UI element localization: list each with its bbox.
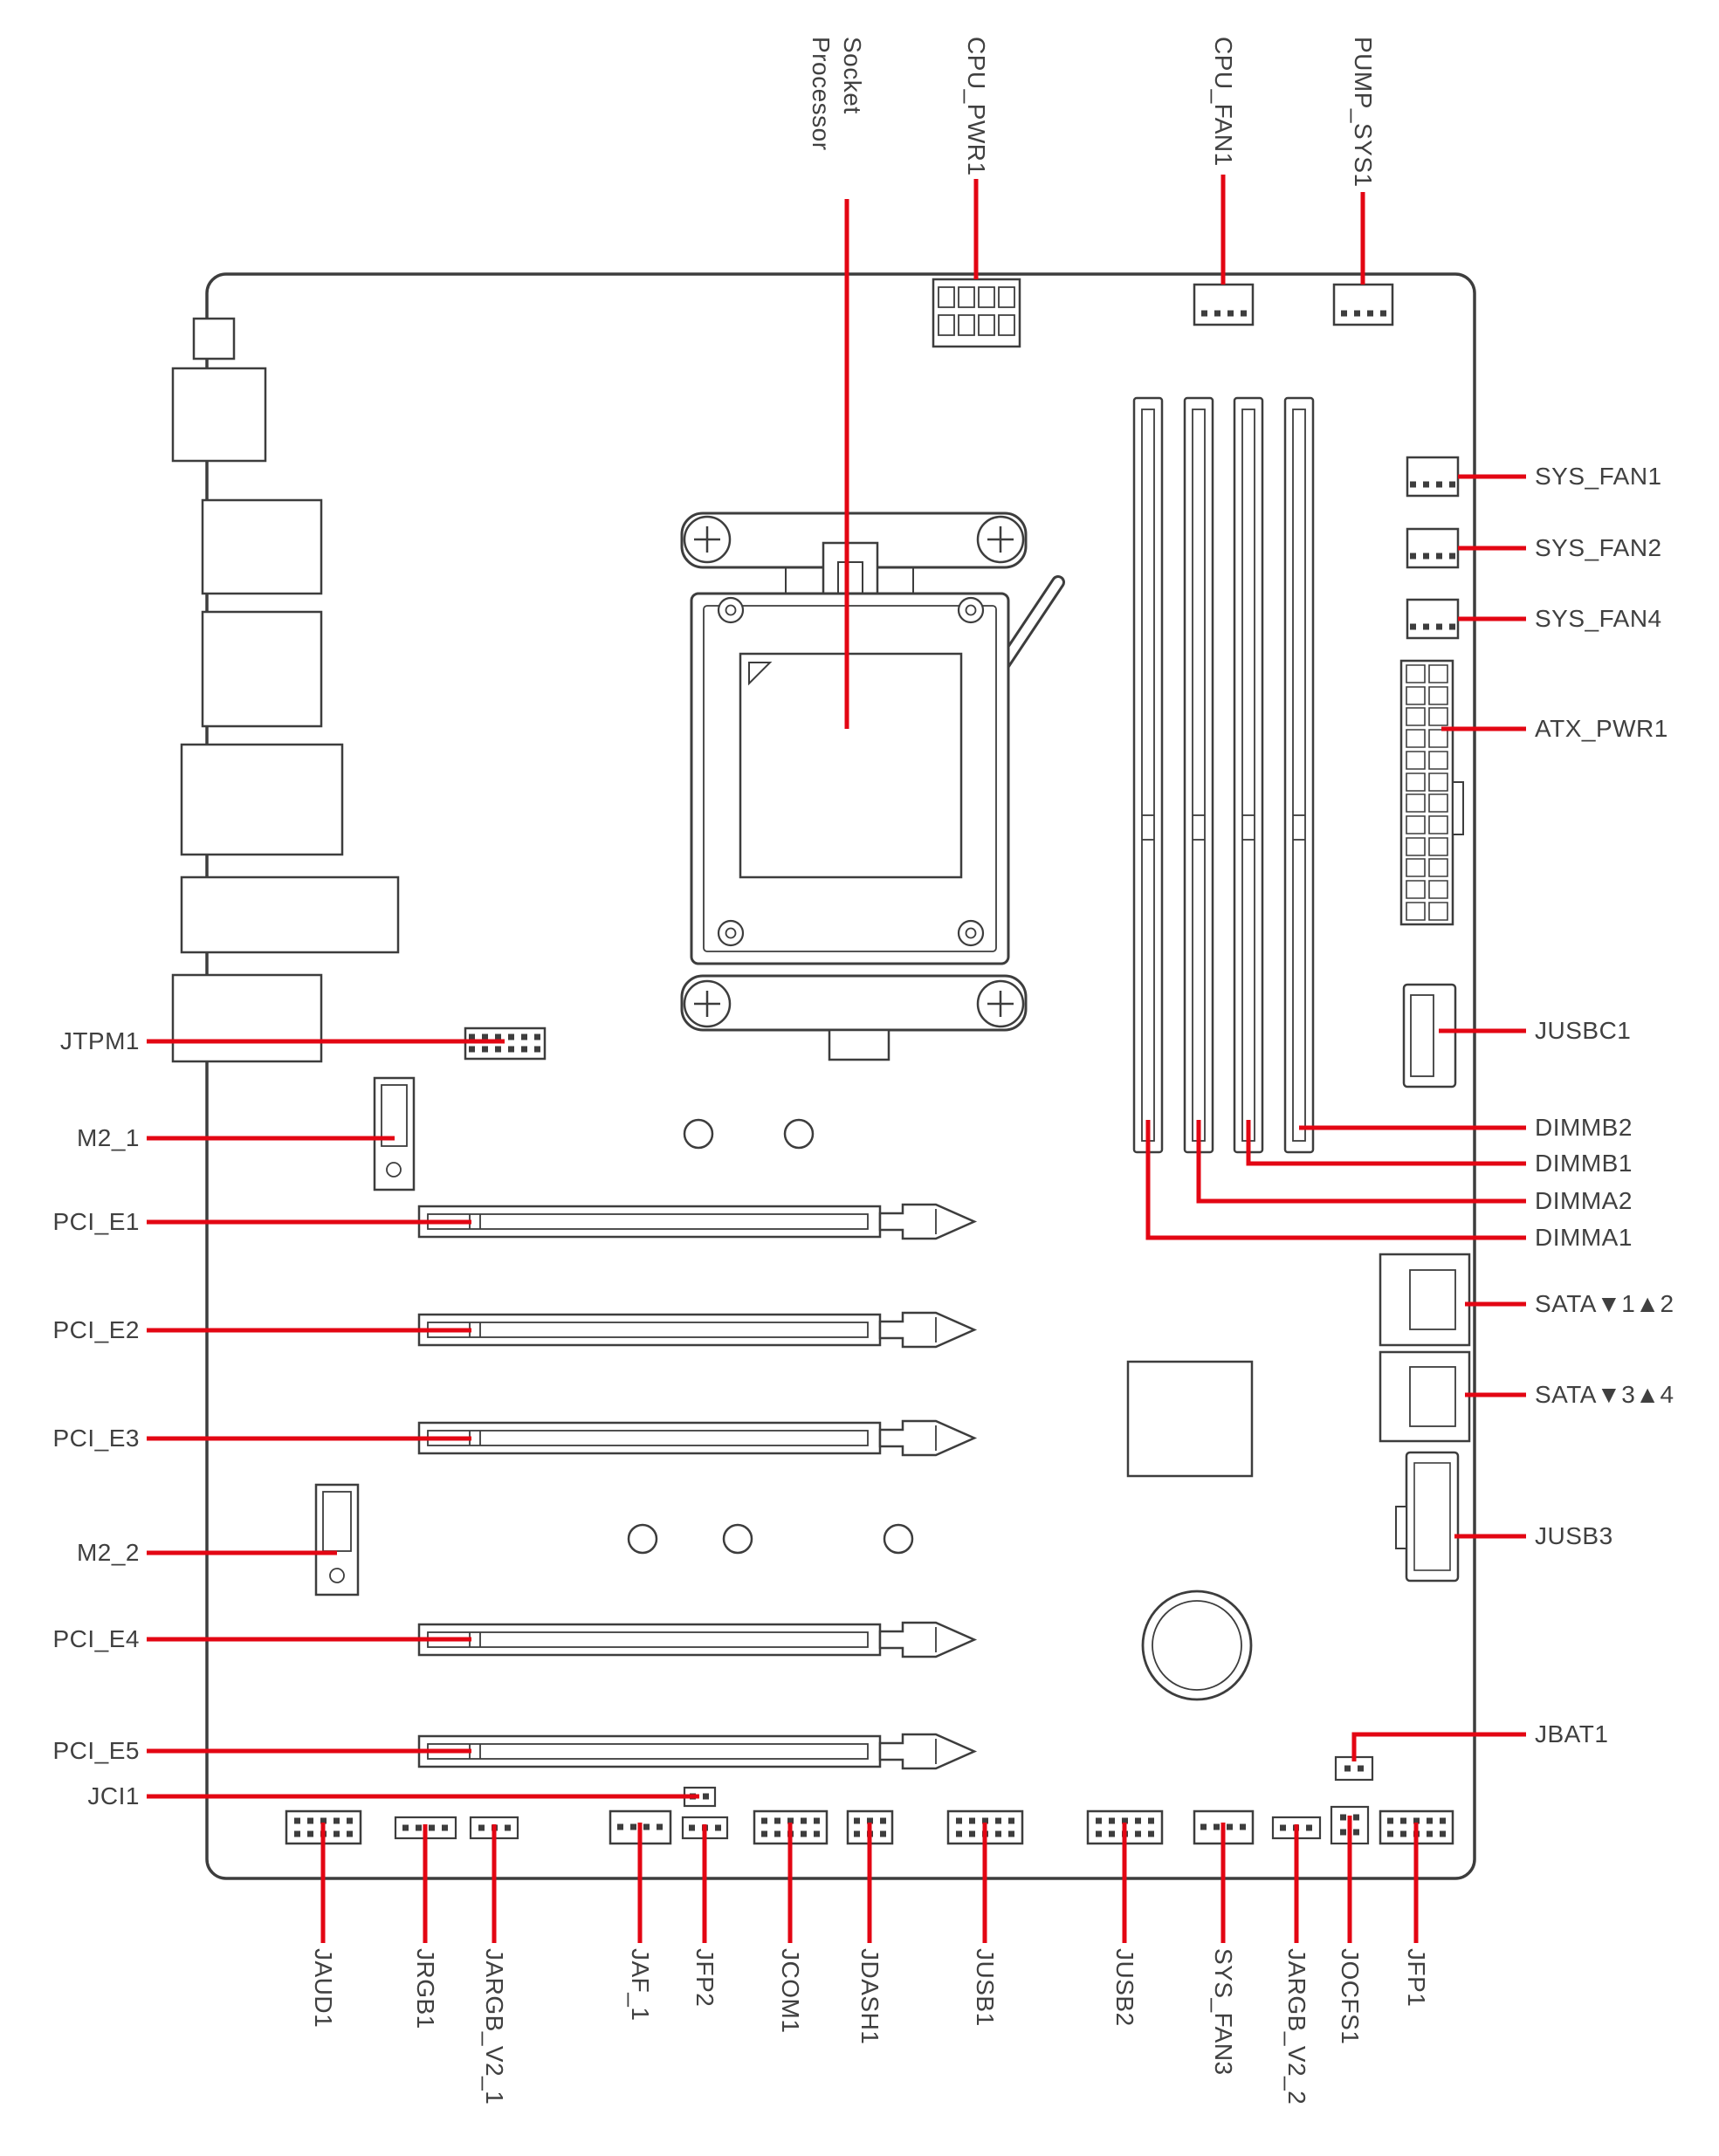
label-sys-fan2: SYS_FAN2: [1535, 534, 1662, 561]
label-dimmb1: DIMMB1: [1535, 1150, 1633, 1177]
callout-dimma2: [1196, 1120, 1526, 1204]
dimm-slot-dimma1: [1132, 396, 1164, 1154]
label-sys-fan1: SYS_FAN1: [1535, 463, 1662, 490]
jusbc1-connector: [1402, 983, 1457, 1088]
label-dimmb2: DIMMB2: [1535, 1114, 1633, 1141]
label-dimma1: DIMMA1: [1535, 1224, 1633, 1251]
label-jtpm1: JTPM1: [59, 1027, 140, 1054]
label-jfp1: JFP1: [1403, 1948, 1430, 2008]
label-sata-1-2: SATA▼1▲2: [1535, 1290, 1674, 1317]
label-jaud1: JAUD1: [310, 1948, 337, 2029]
label-dimma2: DIMMA2: [1535, 1187, 1633, 1214]
label-processor-socket-line2: Socket: [839, 37, 866, 114]
label-pci-e5: PCI_E5: [52, 1737, 140, 1764]
pump-sys1-header: [1334, 285, 1392, 325]
pin1-triangle: [748, 662, 773, 686]
label-jcom1: JCOM1: [777, 1948, 804, 2034]
label-sys-fan4: SYS_FAN4: [1535, 605, 1662, 632]
m2-2-slot: [314, 1483, 360, 1596]
label-pci-e3: PCI_E3: [52, 1425, 140, 1452]
atx-pwr1-connector: [1399, 659, 1464, 926]
label-m2-1: M2_1: [76, 1124, 140, 1151]
label-cpu-pwr1: CPU_PWR1: [963, 37, 990, 176]
label-atx-pwr1: ATX_PWR1: [1535, 715, 1668, 742]
label-sata-3-4: SATA▼3▲4: [1535, 1381, 1674, 1408]
dimm-slot-dimmb1: [1233, 396, 1264, 1154]
dimm-slot-dimma2: [1183, 396, 1214, 1154]
label-jargb-v2-2: JARGB_V2_2: [1283, 1948, 1310, 2105]
label-jargb-v2-1: JARGB_V2_1: [481, 1948, 508, 2105]
sys-fan1-header: [1407, 457, 1458, 496]
chipset: [1126, 1360, 1254, 1478]
label-jusb3: JUSB3: [1535, 1522, 1613, 1549]
label-jaf-1: JAF_1: [627, 1948, 654, 2022]
screw-top-left: [683, 515, 732, 564]
label-sys-fan3: SYS_FAN3: [1210, 1948, 1237, 2076]
callout-lines: [147, 175, 1526, 1943]
cpu-die-area: [739, 652, 963, 879]
jbat1-header: [1334, 1755, 1374, 1782]
jusb3-connector: [1395, 1451, 1460, 1583]
label-pump-sys1: PUMP_SYS1: [1350, 37, 1377, 188]
callout-dimma1: [1145, 1120, 1526, 1240]
screw-bottom-left: [683, 979, 732, 1028]
label-m2-2: M2_2: [76, 1539, 140, 1566]
m2-1-slot: [373, 1076, 416, 1191]
label-jusbc1: JUSBC1: [1535, 1017, 1632, 1044]
label-jfp2: JFP2: [691, 1948, 719, 2008]
label-pci-e4: PCI_E4: [52, 1625, 140, 1652]
screw-bottom-right: [976, 979, 1025, 1028]
label-jusb1: JUSB1: [972, 1948, 999, 2027]
rear-io-ports: [171, 317, 400, 1063]
sata-ports-3-4: [1379, 1350, 1471, 1443]
label-jocfs1: JOCFS1: [1337, 1948, 1364, 2045]
label-jusb2: JUSB2: [1111, 1948, 1138, 2027]
label-jrgb1: JRGB1: [412, 1948, 439, 2029]
sata-ports-1-2: [1379, 1253, 1471, 1347]
cpu-pwr1-connector: [932, 278, 1021, 348]
label-jci1: JCI1: [87, 1782, 140, 1809]
label-cpu-fan1: CPU_FAN1: [1210, 37, 1237, 167]
screw-top-right: [976, 515, 1025, 564]
label-processor-socket-line1: Processor: [808, 37, 835, 151]
cpu-socket: [680, 512, 1065, 1061]
callout-dimmb1: [1246, 1120, 1526, 1166]
label-pci-e1: PCI_E1: [52, 1208, 140, 1235]
cpu-fan1-header: [1194, 285, 1253, 325]
sys-fan2-header: [1407, 529, 1458, 567]
label-jdash1: JDASH1: [856, 1948, 884, 2045]
label-pci-e2: PCI_E2: [52, 1316, 140, 1343]
cmos-battery: [1141, 1590, 1253, 1701]
dimm-slot-dimmb2: [1283, 396, 1315, 1154]
sys-fan4-header: [1407, 600, 1458, 638]
label-jbat1: JBAT1: [1535, 1720, 1609, 1747]
callout-jbat1: [1351, 1732, 1526, 1761]
